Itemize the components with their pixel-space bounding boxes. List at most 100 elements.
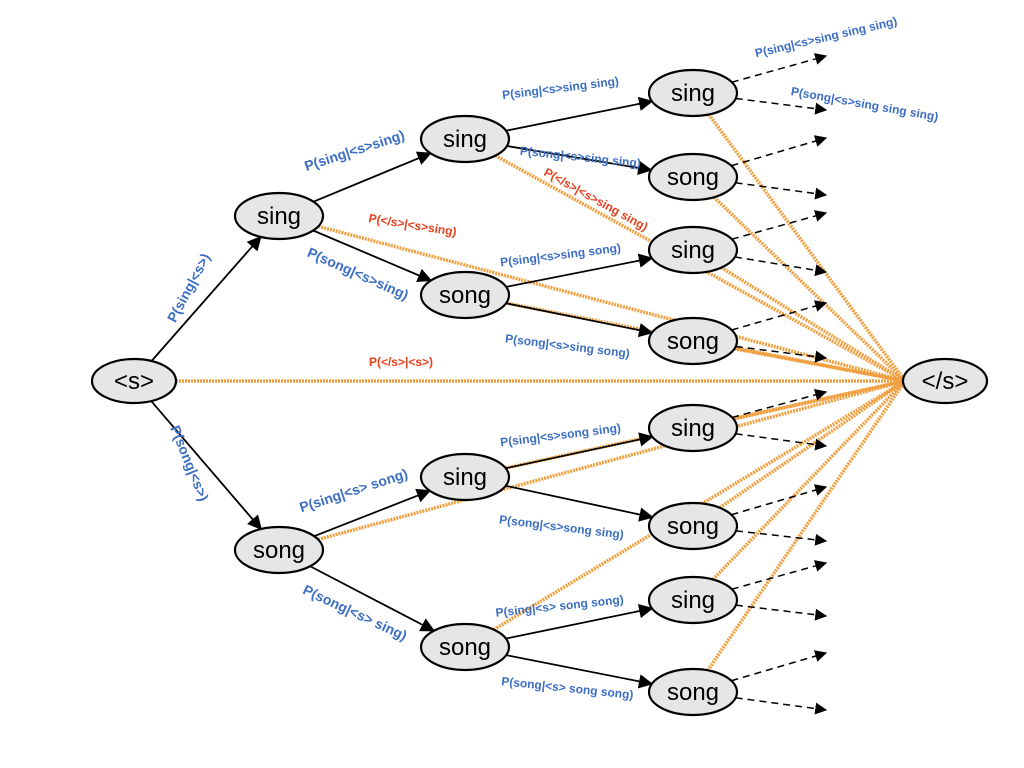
node-label: </s>: [922, 368, 969, 395]
node-n3f: song: [647, 501, 739, 551]
continuation-arrow-n3d-1: [735, 345, 828, 363]
node-label: song: [667, 164, 719, 191]
continuation-arrow-n3d-0: [731, 300, 828, 331]
node-label: <s>: [114, 368, 154, 395]
node-n2d: song: [419, 622, 511, 672]
end-edge-label-start: P(</s>|<s>): [369, 355, 433, 369]
edge-label-n1a-n2b: P(song|<s>sing): [305, 244, 411, 303]
continuation-arrow-n3h-0: [731, 650, 828, 682]
state-nodes: <s> sing song sing song sing song sing song sing s…: [90, 68, 989, 717]
node-ellipse: [233, 191, 325, 241]
end-edge-label-n2a: P(</s>|<s>sing sing): [541, 165, 650, 234]
continuation-arrow-n3a-1: [735, 97, 828, 115]
end-edge-n3b: [712, 195, 907, 383]
edge-start-n1a: [150, 235, 262, 362]
node-label: sing: [671, 80, 715, 107]
edge-n2d-n3g: [505, 604, 654, 640]
node-ellipse: [647, 575, 739, 625]
node-n1b: song: [233, 525, 325, 575]
node-ellipse: [233, 525, 325, 575]
end-edge-n3d: [734, 347, 906, 383]
node-ellipse: [647, 316, 739, 366]
node-ellipse: [647, 68, 739, 118]
node-label: song: [253, 537, 305, 564]
node-ellipse: [647, 501, 739, 551]
node-n3g: sing: [647, 575, 739, 625]
node-ellipse: [90, 357, 178, 405]
node-ellipse: [419, 270, 511, 320]
node-n3e: sing: [647, 403, 739, 453]
end-edge-n1b: [317, 379, 906, 542]
continuation-arrow-n3e-1: [735, 433, 828, 451]
node-ellipse: [419, 622, 511, 672]
node-label: sing: [671, 587, 715, 614]
node-ellipse: [901, 357, 989, 405]
edge-n2b-n3c: [505, 253, 654, 288]
node-ellipse: [647, 403, 739, 453]
node-label: sing: [443, 126, 487, 153]
node-label: song: [667, 513, 719, 540]
edge-label-n2c-n3f: P(song|<s>song sing): [498, 512, 624, 541]
continuation-arrow-n3a-0: [731, 53, 828, 83]
continuation-arrow-n3c-0: [731, 210, 828, 240]
continuation-arrows: [731, 53, 828, 715]
continuation-label-top2: P(song|<s>sing sing sing): [790, 84, 940, 124]
edge-n1b-n2d: [309, 565, 436, 632]
edge-n1b-n2c: [313, 488, 432, 538]
node-n2b: song: [419, 270, 511, 320]
node-n2c: sing: [419, 452, 511, 502]
node-label: song: [667, 679, 719, 706]
node-start: <s>: [90, 357, 178, 405]
continuation-arrow-n3g-0: [731, 560, 828, 590]
continuation-arrow-n3f-0: [731, 484, 828, 516]
node-n3c: sing: [647, 225, 739, 275]
edge-label-n2a-n3b: P(song|<s>sing sing): [519, 144, 641, 171]
node-n2a: sing: [419, 114, 511, 164]
end-edge-label-n1a: P(</s>|<s>sing): [368, 211, 458, 239]
continuation-arrow-n3b-0: [731, 135, 828, 167]
node-ellipse: [419, 452, 511, 502]
continuation-arrow-n3g-1: [735, 604, 828, 621]
continuation-arrow-n3c-1: [734, 256, 828, 277]
node-n1a: sing: [233, 191, 325, 241]
edge-n2c-n3f: [505, 484, 654, 522]
edge-label-start-n1a: P(sing|<s>): [164, 251, 214, 325]
node-n3h: song: [647, 667, 739, 717]
end-edge-n3h: [706, 380, 907, 672]
node-n3b: song: [647, 152, 739, 202]
edge-label-n1a-n2a: P(sing|<s>sing): [302, 127, 406, 174]
node-label: sing: [671, 415, 715, 442]
end-edge-n3g: [711, 379, 907, 581]
edge-n1a-n2b: [312, 229, 433, 283]
node-label: song: [439, 282, 491, 309]
continuation-arrow-n3h-1: [735, 697, 828, 715]
continuation-arrow-n3b-1: [735, 182, 828, 200]
node-label: sing: [443, 464, 487, 491]
edge-n2c-n3e: [505, 432, 654, 470]
node-label: sing: [257, 203, 301, 230]
continuation-arrow-n3f-1: [735, 530, 828, 546]
node-n3a: sing: [647, 68, 739, 118]
node-end: </s>: [901, 357, 989, 405]
edge-n2d-n3h: [505, 654, 654, 689]
edge-label-n1b-n2c: P(sing|<s> song): [297, 465, 409, 515]
node-label: sing: [671, 237, 715, 264]
edge-n2a-n3a: [505, 96, 654, 132]
edge-n1a-n2a: [313, 151, 432, 203]
edge-label-n2b-n3c: P(sing|<s>sing song): [499, 241, 621, 270]
node-ellipse: [647, 225, 739, 275]
edge-label-n2b-n3d: P(song|<s>sing song): [504, 331, 630, 360]
node-ellipse: [647, 152, 739, 202]
edge-label-n2a-n3a: P(sing|<s>sing sing): [501, 74, 619, 102]
end-edge-n3a: [707, 113, 907, 383]
edge-n2a-n3b: [506, 145, 653, 175]
edge-start-n1b: [150, 400, 262, 531]
edge-label-n2d-n3h: P(song|<s> song song): [501, 674, 634, 702]
node-label: song: [439, 634, 491, 661]
node-ellipse: [419, 114, 511, 164]
continuation-label-top1: P(sing|<s>sing sing sing): [754, 14, 899, 60]
transition-edges: [150, 96, 654, 689]
continuation-arrow-n3e-0: [731, 389, 828, 419]
